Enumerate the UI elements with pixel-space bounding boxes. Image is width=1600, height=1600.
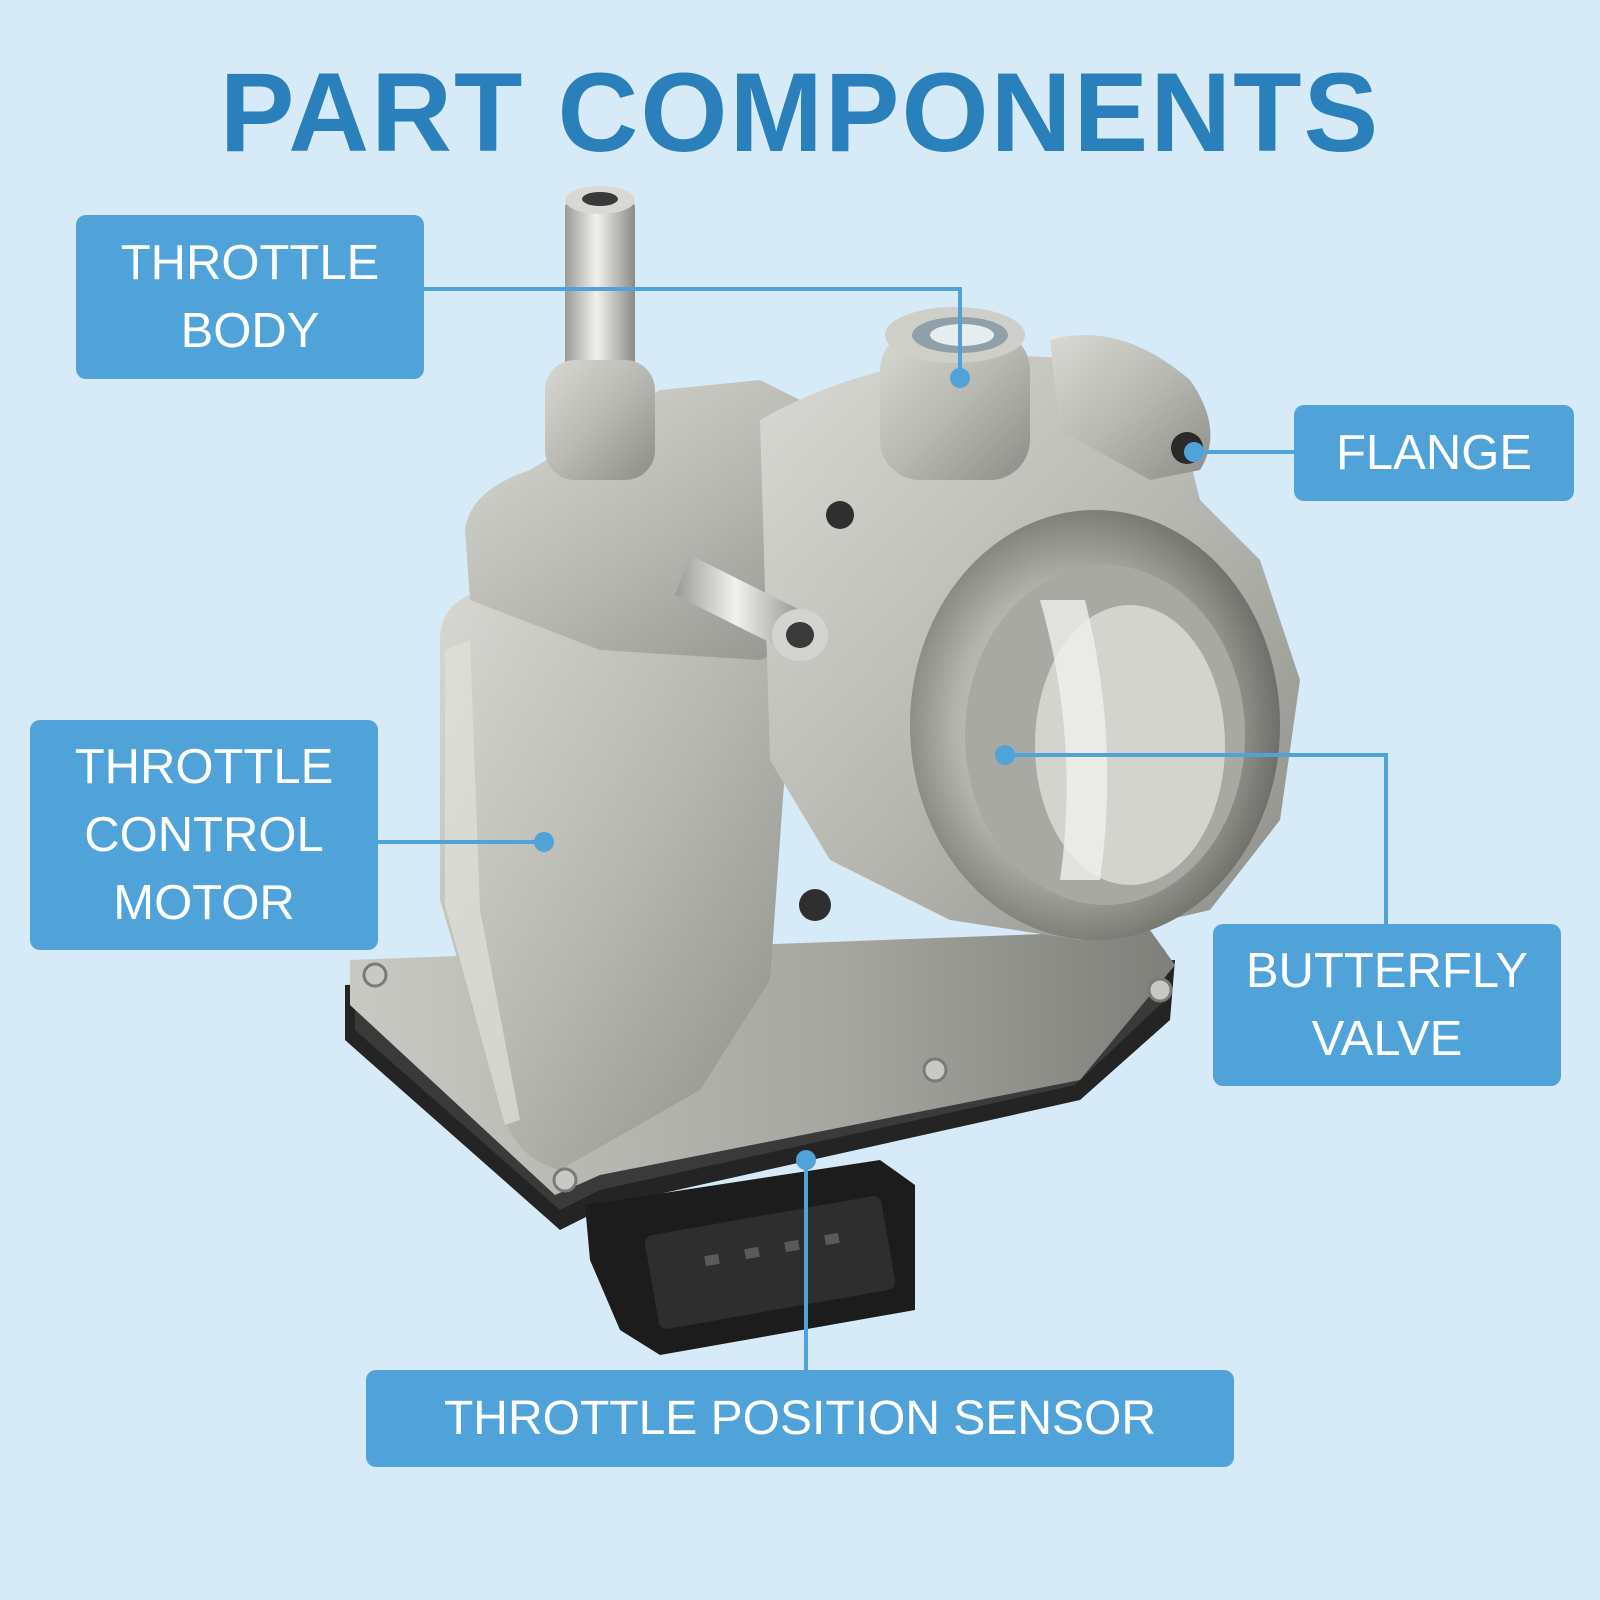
side-pipe xyxy=(675,555,828,661)
bolt-hole xyxy=(826,501,854,529)
label-flange: FLANGE xyxy=(1294,405,1574,501)
leader-throttle-body xyxy=(424,287,962,378)
dot-throttle-body xyxy=(950,368,970,388)
top-fitting xyxy=(880,307,1030,480)
page-title: PART COMPONENTS xyxy=(219,50,1381,175)
label-throttle-body: THROTTLE BODY xyxy=(76,215,424,379)
leader-valve xyxy=(1005,753,1388,924)
dot-motor xyxy=(534,832,554,852)
label-throttle-control-motor: THROTTLE CONTROL MOTOR xyxy=(30,720,378,950)
screws xyxy=(362,962,1173,1193)
vertical-pipe xyxy=(545,186,655,480)
leader-lines xyxy=(378,287,1388,1370)
dot-flange xyxy=(1184,442,1204,462)
dot-valve xyxy=(995,745,1015,765)
leader-dots xyxy=(534,368,1204,1170)
label-butterfly-valve: BUTTERFLY VALVE xyxy=(1213,924,1561,1086)
connector-plug xyxy=(585,1160,915,1355)
bolt-hole xyxy=(799,889,831,921)
dot-sensor xyxy=(796,1150,816,1170)
motor-housing xyxy=(440,560,790,1170)
label-throttle-position-sensor: THROTTLE POSITION SENSOR xyxy=(366,1370,1234,1467)
